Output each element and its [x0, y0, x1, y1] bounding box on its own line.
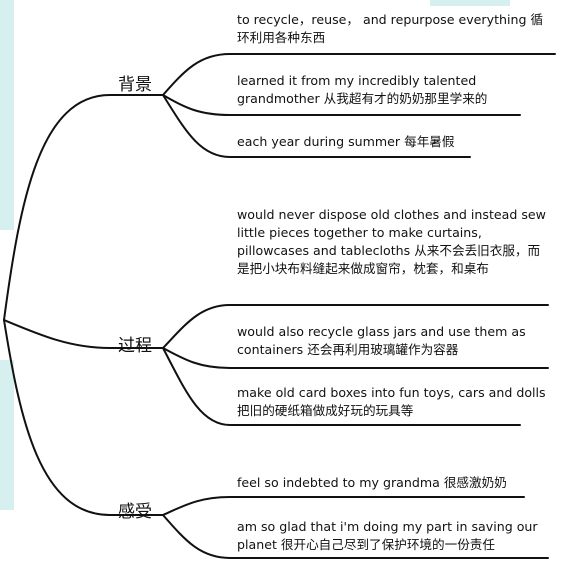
- connector-bg-leaf1: [162, 53, 556, 96]
- leaf-summer: each year during summer 每年暑假: [237, 134, 455, 149]
- branch-label-process: 过程: [118, 336, 152, 356]
- decoration-strip: [430, 0, 510, 6]
- connector-bg-leaf2: [162, 94, 521, 116]
- leaf-glass-jars: would also recycle glass jars and use th…: [237, 324, 526, 357]
- connector-gc-leaf3: [162, 347, 521, 426]
- connector-gs-leaf2: [162, 514, 549, 559]
- leaf-planet: am so glad that i'm doing my part in sav…: [237, 519, 538, 552]
- branch-label-feelings: 感受: [118, 502, 152, 522]
- connector-root-bg: [3, 94, 164, 321]
- connector-gc-leaf1: [162, 304, 549, 349]
- connector-gs-leaf1: [162, 496, 525, 516]
- branch-label-background: 背景: [118, 75, 152, 95]
- leaf-card-boxes: make old card boxes into fun toys, cars …: [237, 385, 546, 418]
- connector-root-gs: [3, 319, 164, 516]
- leaf-recycle: to recycle，reuse， and repurpose everythi…: [237, 12, 544, 45]
- connector-gc-leaf2: [162, 347, 549, 369]
- leaf-old-clothes: would never dispose old clothes and inst…: [237, 207, 546, 276]
- connector-root-gc: [3, 319, 164, 349]
- connector-bg-leaf3: [162, 94, 471, 158]
- leaf-grandmother: learned it from my incredibly talented g…: [237, 73, 488, 106]
- decoration-strip: [0, 360, 14, 510]
- decoration-strip: [0, 0, 14, 230]
- leaf-indebted: feel so indebted to my grandma 很感激奶奶: [237, 475, 507, 490]
